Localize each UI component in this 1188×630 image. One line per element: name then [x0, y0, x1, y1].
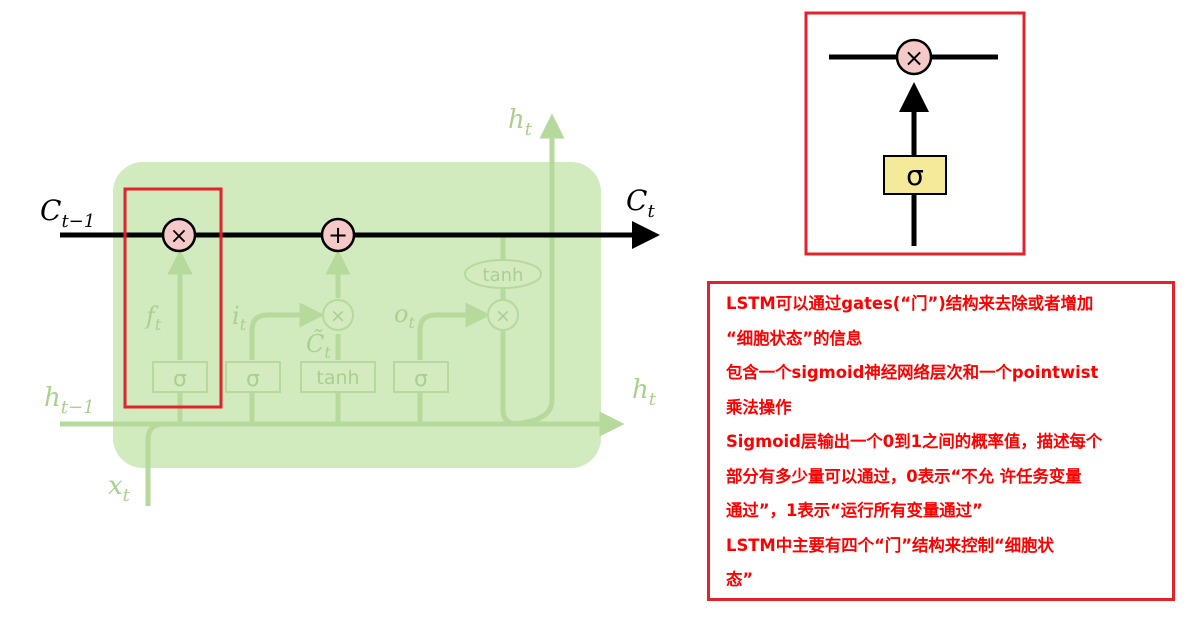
add-op: + — [320, 217, 356, 253]
notes-line: Sigmoid层输出一个0到1之间的概率值，描述每个 — [726, 432, 1103, 451]
hidden-out-right-label: ht — [632, 375, 657, 410]
explanation-notes: LSTM可以通过gates(“门”)结构来去除或者增加 “细胞状态”的信息 包含… — [707, 281, 1175, 601]
sigma-label: σ — [414, 367, 428, 392]
multiply-glyph: × — [904, 44, 924, 72]
notes-line: 通过”，1表示“运行所有变量通过” — [726, 501, 983, 520]
candidate-label: C̃t — [306, 330, 331, 362]
gate-zoom: × σ — [804, 11, 1026, 256]
notes-line: LSTM可以通过gates(“门”)结构来去除或者增加 — [726, 294, 1094, 313]
input-gate-arrow — [249, 302, 325, 360]
multiply-glyph: × — [330, 305, 346, 327]
output-multiply-op: × — [487, 299, 519, 331]
add-glyph: + — [328, 221, 348, 249]
hidden-out-top-label: ht — [508, 105, 533, 140]
multiply-glyph: × — [495, 305, 511, 327]
hidden-in-label: ht−1 — [44, 383, 95, 418]
multiply-glyph: × — [170, 224, 188, 249]
notes-line: 乘法操作 — [726, 397, 792, 417]
forget-multiply-op: × — [161, 217, 197, 253]
gate-zoom-multiply-op: × — [895, 38, 933, 76]
sigma-label: σ — [906, 159, 924, 192]
sigma-label: σ — [173, 367, 187, 392]
input-label: xt — [108, 471, 131, 506]
input-sigma-box: σ — [225, 361, 281, 393]
cell-state-arrowhead — [632, 221, 660, 249]
candidate-tanh-box: tanh — [300, 361, 376, 393]
input-multiply-op: × — [322, 299, 354, 331]
notes-line: 包含一个sigmoid神经网络层次和一个pointwist — [726, 363, 1099, 382]
tanh-pointwise: tanh — [464, 259, 542, 289]
lstm-cell: σ σ tanh σ × × tanh ft it C̃t — [40, 105, 660, 506]
forget-sigma-box: σ — [152, 361, 208, 393]
output-gate-arrow — [417, 302, 491, 360]
tanh-label: tanh — [316, 367, 359, 389]
notes-line: 部分有多少量可以通过，0表示“不允 许任务变量 — [726, 466, 1082, 486]
output-gate-label: ot — [394, 300, 415, 332]
output-sigma-box: σ — [393, 361, 449, 393]
sigma-label: σ — [246, 367, 260, 392]
gate-zoom-arrowhead — [899, 82, 929, 112]
input-line — [145, 421, 165, 506]
gate-zoom-sigma-box: σ — [883, 155, 947, 195]
notes-line: LSTM中主要有四个“门”结构来控制“细胞状 — [726, 535, 1054, 555]
hidden-up-branch — [502, 113, 565, 427]
cell-state-in-label: Ct−1 — [40, 194, 95, 232]
notes-line: “细胞状态”的信息 — [726, 328, 863, 348]
forget-gate-highlight — [123, 187, 223, 409]
cell-state-out-label: Ct — [626, 184, 655, 222]
input-gate-label: it — [232, 302, 247, 334]
notes-line: 态” — [726, 570, 754, 589]
tanh-label: tanh — [483, 265, 524, 286]
